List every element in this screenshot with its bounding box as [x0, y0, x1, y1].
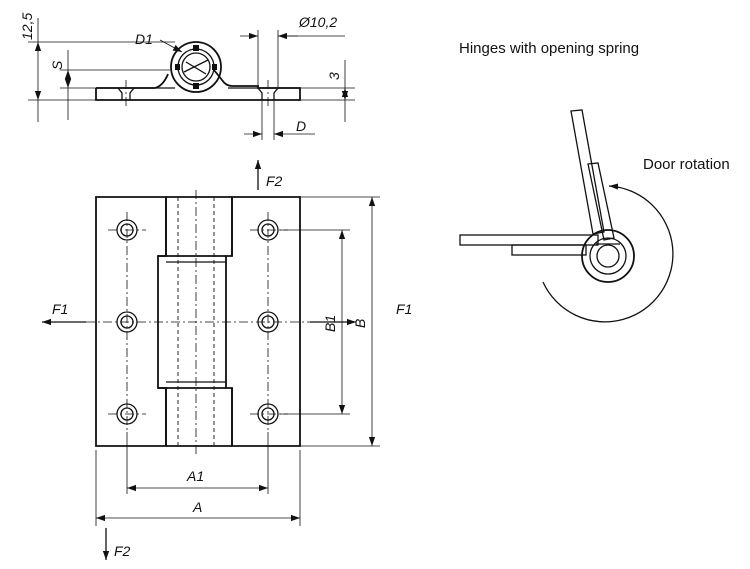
front-view — [42, 160, 380, 560]
dim-hole-diameter: Ø10,2 — [298, 14, 337, 30]
mounting-hole — [116, 219, 138, 241]
dim-d1: D1 — [135, 31, 153, 47]
force-f1-left: F1 — [52, 301, 68, 317]
force-f2-bottom: F2 — [114, 543, 131, 559]
mounting-hole — [116, 403, 138, 425]
dim-overall-height: 12,5 — [19, 13, 35, 40]
mounting-hole — [257, 219, 279, 241]
mounting-hole — [257, 403, 279, 425]
force-f2-top: F2 — [266, 173, 283, 189]
side-view — [28, 18, 355, 140]
force-f1-right: F1 — [396, 301, 412, 317]
dim-a: A — [192, 499, 202, 515]
title-hinges-opening-spring: Hinges with opening spring — [459, 40, 639, 57]
dim-d: D — [296, 118, 306, 134]
opening-spring-diagram — [459, 109, 674, 323]
dim-b1: B1 — [322, 315, 338, 332]
dim-b: B — [352, 319, 368, 328]
mounting-hole — [116, 311, 138, 333]
caption-door-rotation: Door rotation — [643, 156, 730, 173]
mounting-hole — [257, 311, 279, 333]
dim-a1: A1 — [186, 468, 204, 484]
dim-thickness: 3 — [326, 72, 342, 80]
dim-s: S — [49, 60, 65, 70]
